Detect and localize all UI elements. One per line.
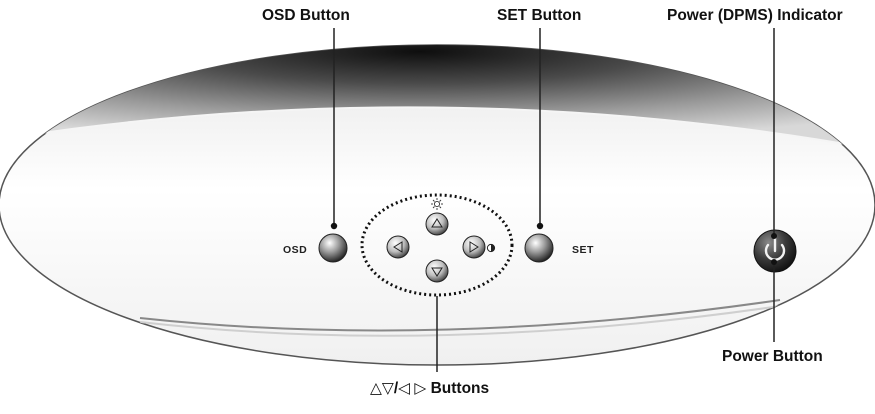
- set-button-callout: SET Button: [497, 7, 582, 24]
- power-button[interactable]: [753, 229, 797, 273]
- osd-panel-label: OSD: [283, 244, 308, 256]
- callout-leaders: [330, 28, 777, 372]
- left-arrow-button[interactable]: [386, 235, 410, 259]
- osd-button-callout: OSD Button: [262, 7, 350, 24]
- triangle-down-icon: [431, 267, 443, 277]
- power-button-leader-dot: [771, 259, 777, 265]
- arrow-buttons-group-outline: [360, 193, 514, 297]
- set-button[interactable]: [524, 233, 554, 263]
- triangle-up-icon: [431, 218, 443, 228]
- sun-icon: [431, 198, 443, 210]
- half-circle-icon: [486, 243, 496, 253]
- set-leader-dot: [536, 222, 544, 230]
- osd-leader-dot: [330, 222, 338, 230]
- set-panel-label: SET: [572, 244, 594, 256]
- right-arrow-button[interactable]: [462, 235, 486, 259]
- power-button-callout: Power Button: [722, 348, 823, 365]
- power-indicator-callout: Power (DPMS) Indicator: [667, 7, 843, 24]
- power-indicator-leader-dot: [771, 233, 777, 239]
- osd-button[interactable]: [318, 233, 348, 263]
- down-arrow-button[interactable]: [425, 259, 449, 283]
- up-arrow-button[interactable]: [425, 212, 449, 236]
- arrow-buttons-callout: △▽/◁ ▷ Buttons: [370, 380, 490, 397]
- triangle-right-icon: [469, 241, 479, 253]
- triangle-left-icon: [393, 241, 403, 253]
